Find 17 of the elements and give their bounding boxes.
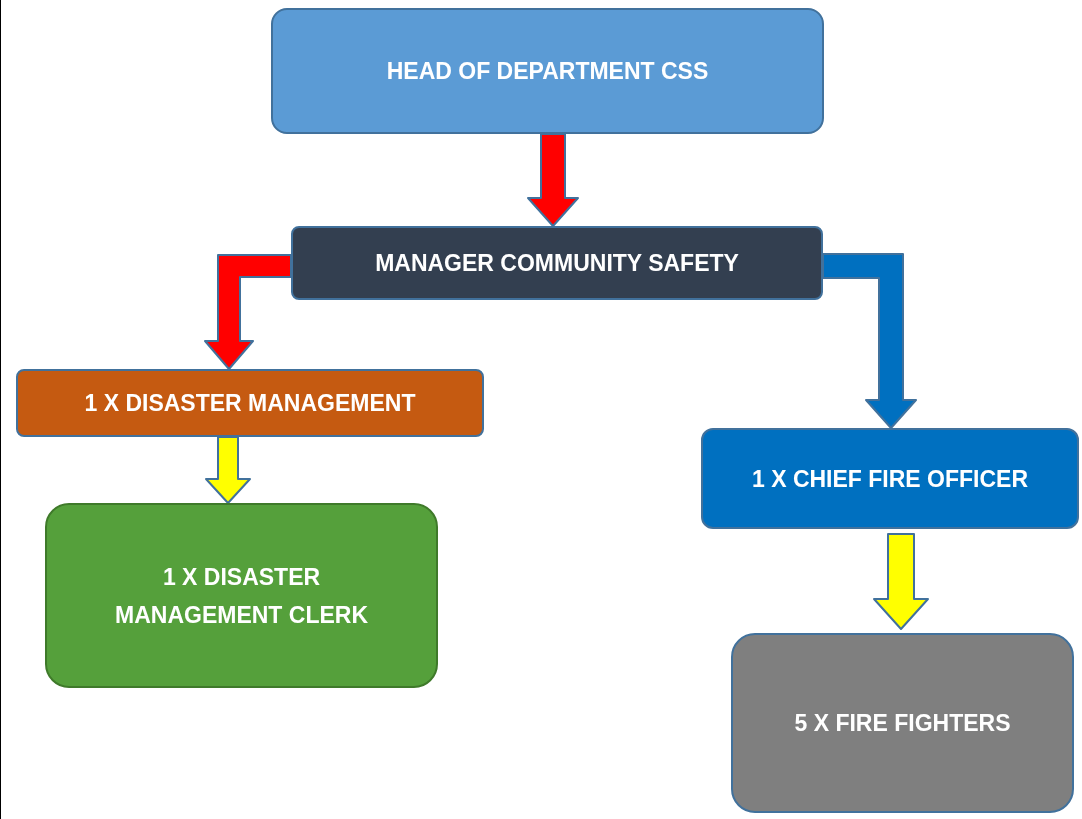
role-label: 5 X FIRE FIGHTERS bbox=[793, 709, 1012, 738]
role-label: MANAGER COMMUNITY SAFETY bbox=[374, 249, 740, 278]
org-box bbox=[291, 226, 823, 300]
role-label: 1 X DISASTER MANAGEMENT CLERK bbox=[114, 562, 369, 630]
role-label: 1 X DISASTER MANAGEMENT bbox=[83, 389, 417, 418]
block-arrow bbox=[527, 133, 579, 227]
block-arrow bbox=[822, 253, 917, 429]
org-box bbox=[16, 369, 484, 437]
block-arrow bbox=[873, 533, 929, 630]
org-box bbox=[701, 428, 1079, 529]
org-box bbox=[731, 633, 1074, 813]
org-box bbox=[271, 8, 824, 134]
role-label: 1 X CHIEF FIRE OFFICER bbox=[751, 464, 1029, 494]
role-label: HEAD OF DEPARTMENT CSS bbox=[385, 57, 710, 86]
block-arrow bbox=[204, 254, 292, 370]
block-arrow bbox=[205, 436, 251, 504]
org-box bbox=[45, 503, 438, 688]
